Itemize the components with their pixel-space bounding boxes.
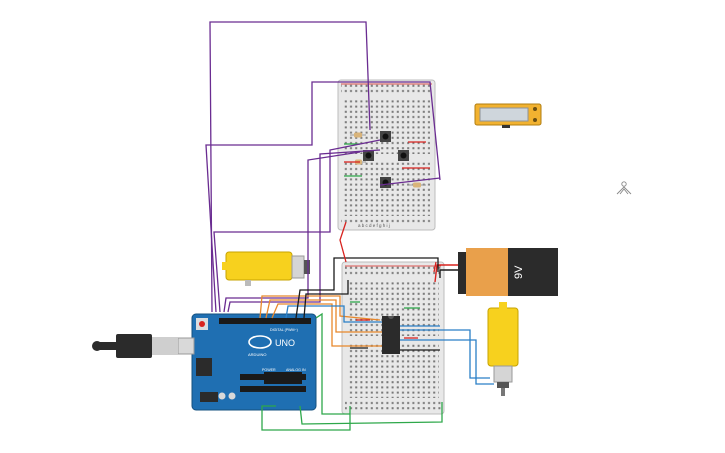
push-button-icon[interactable] (398, 150, 409, 161)
push-button-icon[interactable] (380, 177, 391, 188)
lcd-module-icon[interactable] (474, 103, 542, 128)
dc-motor-icon[interactable] (487, 302, 519, 396)
push-button-icon[interactable] (380, 131, 391, 142)
battery-label: 9V (513, 265, 525, 279)
arduino-digital-label: DIGITAL (PWM~) (270, 328, 298, 332)
dc-motor-icon[interactable] (222, 251, 310, 286)
arduino-analog-label: ANALOG IN (286, 368, 306, 372)
push-button-icon[interactable] (363, 150, 374, 161)
ic-chip-icon[interactable] (382, 316, 400, 354)
resistor-icon[interactable] (408, 182, 426, 188)
breadboard-bottom[interactable] (341, 261, 445, 415)
wires (205, 21, 494, 431)
arduino-brand: UNO (275, 338, 295, 348)
arduino-uno-board[interactable]: UNO ARDUINO DIGITAL (PWM~) POWER ANALOG … (191, 313, 317, 411)
person-marker-icon[interactable] (616, 181, 632, 195)
breadboard-top-row-letters: a b c d e f g h i j (358, 223, 390, 228)
9v-battery-icon[interactable]: 9V (458, 248, 558, 296)
resistor-icon[interactable] (350, 132, 366, 138)
breadboard-top[interactable]: a b c d e f g h i j (337, 79, 436, 231)
usb-cable-icon (92, 334, 195, 358)
arduino-maker: ARDUINO (248, 352, 266, 357)
arduino-power-label: POWER (262, 368, 276, 372)
